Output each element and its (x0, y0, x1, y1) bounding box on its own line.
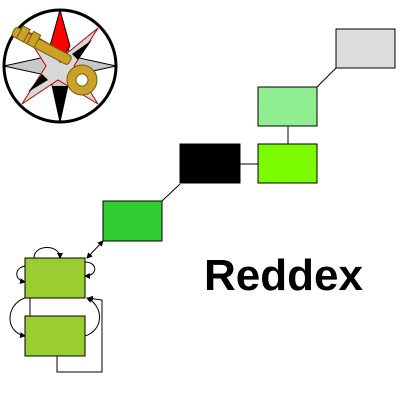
edge-n3-n5 (161, 183, 181, 202)
edge-n6-self-loop-right (84, 261, 96, 279)
edge-n6-self-loop-left (33, 247, 63, 259)
edge-n6-self-loop-left2 (16, 265, 26, 285)
node-n2[interactable] (257, 86, 318, 127)
edge-n1-n2 (316, 67, 337, 88)
edge-n6-n7-left (9, 297, 26, 339)
node-n7[interactable] (24, 315, 86, 357)
reddex-wordmark: Reddex (204, 251, 363, 300)
edge-n7-n6-right (84, 297, 100, 337)
nodes (24, 28, 396, 357)
node-n4[interactable] (257, 143, 318, 184)
node-n6[interactable] (24, 257, 86, 299)
edge-n7-n6-outer (56, 295, 103, 373)
edge-n5-n6 (86, 240, 104, 259)
edges (9, 67, 337, 373)
compass-star-key-icon (2, 8, 118, 124)
node-n5[interactable] (102, 200, 163, 242)
node-n1[interactable] (335, 28, 396, 69)
node-n3[interactable] (179, 143, 241, 184)
